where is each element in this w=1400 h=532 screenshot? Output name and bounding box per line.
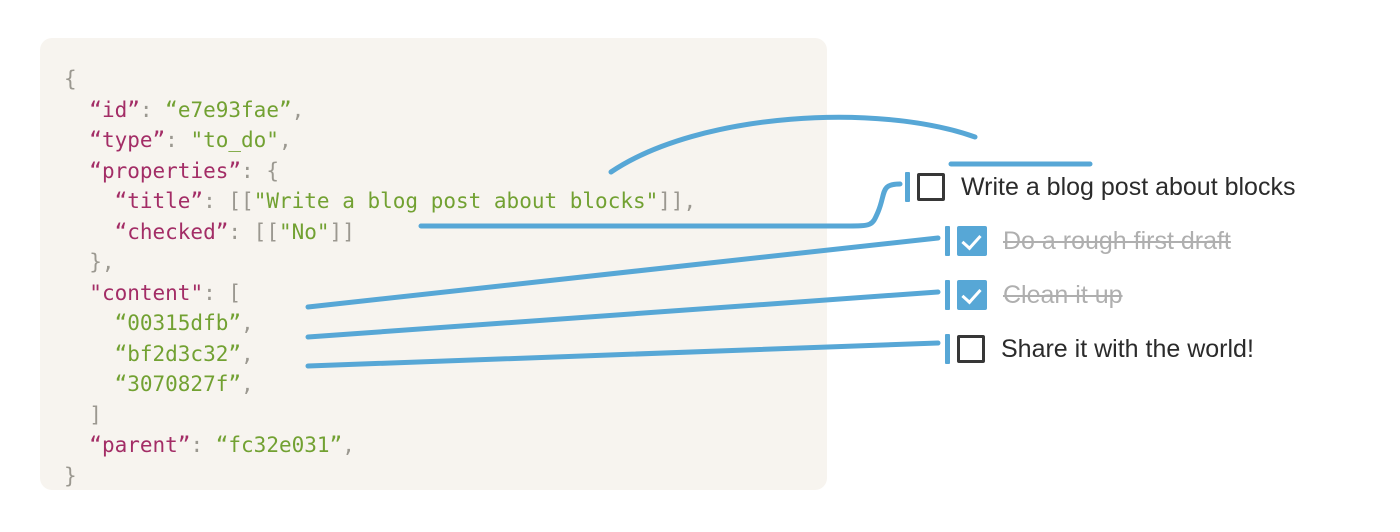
code-token: : <box>190 433 216 457</box>
code-line: “properties”: { <box>64 156 696 187</box>
code-line: “3070827f”, <box>64 369 696 400</box>
code-token: ]] <box>329 219 355 244</box>
code-token <box>64 342 115 366</box>
code-line: “id”: “e7e93fae”, <box>64 95 696 126</box>
checkbox-unchecked-icon[interactable] <box>957 335 985 363</box>
code-token: [[ <box>228 189 254 213</box>
todo-list: Write a blog post about blocks Do a rough… <box>905 160 1375 376</box>
code-token <box>64 220 115 244</box>
code-token: , <box>241 341 254 366</box>
code-token: { <box>266 158 279 183</box>
code-line: “00315dfb”, <box>64 308 696 339</box>
todo-label[interactable]: Share it with the world! <box>1001 334 1254 363</box>
code-token: “id” <box>89 97 140 122</box>
code-line: }, <box>64 247 696 278</box>
connector-tick-icon <box>905 172 910 202</box>
code-line: ] <box>64 400 696 431</box>
code-token: “parent” <box>89 433 191 457</box>
code-token: "No" <box>278 219 330 244</box>
code-line: "content": [ <box>64 278 696 309</box>
code-line: “bf2d3c32”, <box>64 339 696 370</box>
code-token: }, <box>64 250 115 274</box>
code-token <box>64 128 89 152</box>
code-token: “3070827f” <box>114 372 242 396</box>
code-token <box>64 98 89 122</box>
code-line: “parent”: “fc32e031”, <box>64 430 696 461</box>
code-token: [[ <box>253 219 279 244</box>
code-token: "content" <box>89 280 204 305</box>
connector-tick-icon <box>945 280 950 310</box>
code-token: , <box>278 128 292 152</box>
code-line: } <box>64 461 696 492</box>
code-token <box>64 189 115 213</box>
code-token: “title” <box>114 189 204 213</box>
todo-label[interactable]: Do a rough first draft <box>1003 226 1231 255</box>
code-token: "Write a blog post about blocks" <box>253 189 659 213</box>
connector-tick-icon <box>945 334 950 364</box>
code-token: ] <box>64 402 102 427</box>
code-token <box>64 311 115 335</box>
code-token: : <box>203 280 229 305</box>
code-token: : <box>228 219 254 244</box>
code-token: “type” <box>89 128 166 152</box>
code-token: “properties” <box>89 158 242 183</box>
code-token: : <box>241 158 267 183</box>
todo-row: Share it with the world! <box>905 322 1375 376</box>
todo-row: Clean it up <box>905 268 1375 322</box>
code-token: { <box>64 67 77 91</box>
code-token: “e7e93fae” <box>165 97 292 122</box>
code-token: ]], <box>658 189 697 213</box>
json-code-block: { “id”: “e7e93fae”, “type”: "to_do", “pr… <box>64 64 696 491</box>
code-token <box>64 372 115 396</box>
code-line: “type”: "to_do", <box>64 125 696 156</box>
code-token: : <box>165 128 191 152</box>
code-token: , <box>241 372 254 396</box>
code-line: “checked”: [["No"]] <box>64 217 696 248</box>
json-code-panel: { “id”: “e7e93fae”, “type”: "to_do", “pr… <box>40 38 827 490</box>
todo-label[interactable]: Write a blog post about blocks <box>961 172 1296 201</box>
code-line: { <box>64 64 696 95</box>
checkbox-checked-icon[interactable] <box>957 226 987 256</box>
code-token <box>64 159 89 183</box>
todo-row: Do a rough first draft <box>905 214 1375 268</box>
code-token: , <box>241 311 254 335</box>
code-token <box>64 433 89 457</box>
code-token: [ <box>228 280 242 305</box>
code-token: “00315dfb” <box>114 311 242 335</box>
code-token: } <box>64 463 77 488</box>
code-token: : <box>139 97 166 122</box>
code-token: : <box>203 189 229 213</box>
todo-row: Write a blog post about blocks <box>905 160 1375 214</box>
code-token: “fc32e031” <box>215 433 343 457</box>
code-line: “title”: [["Write a blog post about bloc… <box>64 186 697 217</box>
todo-label[interactable]: Clean it up <box>1003 280 1123 309</box>
code-token: , <box>342 433 355 457</box>
checkbox-checked-icon[interactable] <box>957 280 987 310</box>
code-token: “bf2d3c32” <box>114 341 242 366</box>
code-token: “checked” <box>114 219 229 244</box>
code-token: "to_do" <box>190 128 279 152</box>
checkbox-unchecked-icon[interactable] <box>917 173 945 201</box>
code-token: , <box>291 97 305 122</box>
connector-tick-icon <box>945 226 950 256</box>
code-token <box>64 281 89 305</box>
